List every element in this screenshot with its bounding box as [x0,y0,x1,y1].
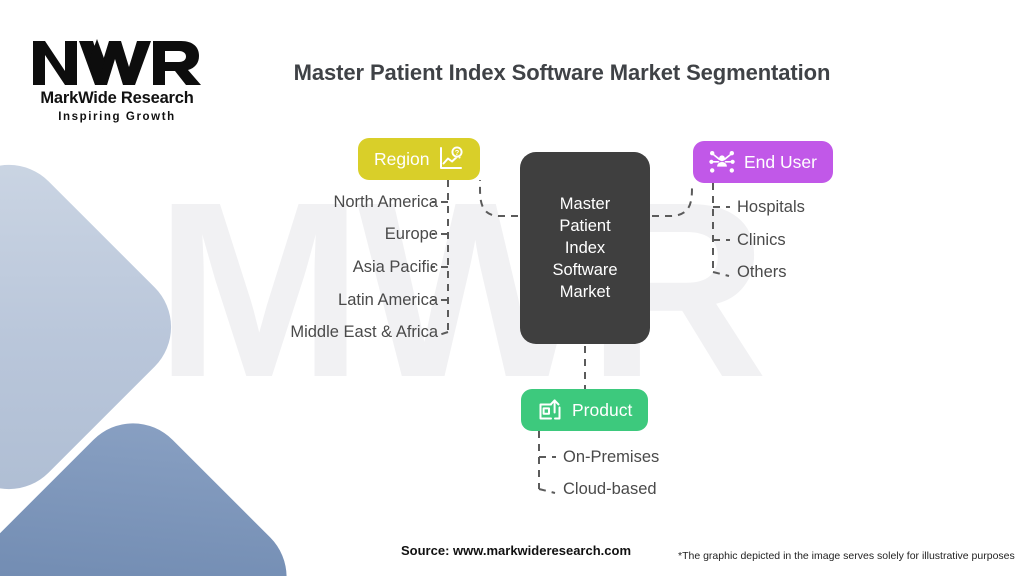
connector-center-to-region [479,180,518,217]
connector-enduser-item-2 [712,271,730,277]
branch-badge-product[interactable]: Product [521,389,649,431]
box-upload-icon [539,399,561,420]
center-line: Software [552,261,618,279]
leaf-end-user-others: Others [737,263,787,281]
connector-region-item-4 [435,331,449,337]
center-line: Market [559,283,611,301]
branch-label-region: Region [374,148,430,169]
center-node-market: Master Patient Index Software Market [520,152,650,344]
leaf-region-asia-pacific: Asia Pacific [352,258,438,276]
source-credit: Source: www.markwideresearch.com [401,543,632,558]
brand-tagline: Inspiring Growth [58,111,176,123]
branch-badge-region[interactable]: Region ? [358,138,481,180]
leaf-region-latin-america: Latin America [338,291,438,309]
leaf-product-on-premises: On-Premises [563,448,660,466]
connector-center-to-enduser [652,183,693,217]
connector-product-item-1 [538,488,556,494]
brand-name: MarkWide Research [40,89,194,107]
center-line: Master [559,195,611,213]
leaf-region-north-america: North America [333,193,438,211]
svg-text:?: ? [455,148,460,157]
center-line: Patient [559,217,611,235]
branch-label-product: Product [572,399,633,420]
center-line: Index [564,239,606,257]
leaf-product-cloud-based: Cloud-based [563,480,657,498]
mwr-monogram-icon [33,39,201,85]
center-node-label: Master Patient Index Software Market [552,193,617,303]
brand-logo: MarkWide Research Inspiring Growth [27,33,207,128]
leaf-end-user-clinics: Clinics [737,231,786,249]
leaf-region-europe: Europe [384,225,438,243]
disclaimer-note: *The graphic depicted in the image serve… [678,550,1015,562]
users-network-icon [709,151,735,173]
chart-location-icon: ? [440,146,464,169]
branch-badge-end-user[interactable]: End User [693,141,833,183]
branch-label-end-user: End User [744,151,817,172]
leaf-region-middle-east-africa: Middle East & Africa [290,323,438,341]
leaf-end-user-hospitals: Hospitals [737,198,805,216]
page-title: Master Patient Index Software Market Seg… [293,60,831,85]
